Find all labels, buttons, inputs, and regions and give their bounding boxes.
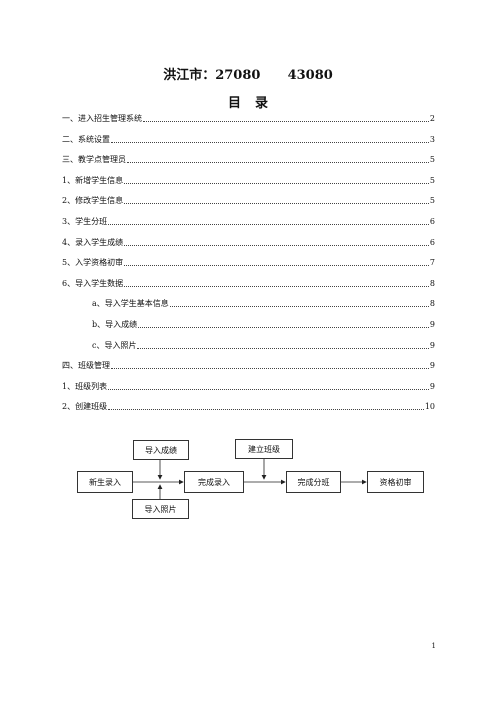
toc-entry-label: 3、学生分班 <box>62 217 108 226</box>
toc-entry-label: 6、导入学生数据 <box>62 278 124 288</box>
toc-entry-page: 6 <box>429 237 435 247</box>
toc-entry[interactable]: 3、学生分班 6 <box>62 215 435 227</box>
toc-entry[interactable]: c、导入照片 9 <box>92 339 435 351</box>
toc-leader-dots <box>108 408 424 411</box>
toc-entry-page: 2 <box>429 114 435 123</box>
toc-leader-dots <box>111 141 429 143</box>
toc-entry[interactable]: 四、班级管理 9 <box>62 359 435 371</box>
toc-leader-dots <box>108 223 429 225</box>
box-qualification: 资格初审 <box>367 471 424 493</box>
toc-entry-page: 5 <box>429 175 435 185</box>
page-number: 1 <box>431 642 436 650</box>
toc-entry-label: 二、系统设置 <box>62 134 110 144</box>
toc-entry[interactable]: 2、修改学生信息 5 <box>62 194 435 206</box>
toc-leader-dots <box>111 367 429 370</box>
toc-entry-page: 9 <box>429 361 435 371</box>
box-finish-class: 完成分班 <box>286 471 341 493</box>
toc-leader-dots <box>124 202 429 205</box>
toc-entry-label: 1、班级列表 <box>62 381 108 391</box>
toc-entry[interactable]: 2、创建班级 10 <box>62 400 435 412</box>
box-finish-entry: 完成录入 <box>184 471 244 493</box>
toc-entry-label: a、导入学生基本信息 <box>92 299 169 309</box>
toc-leader-dots <box>138 326 429 328</box>
toc-entry-label: 4、录入学生成绩 <box>62 237 124 247</box>
toc-entry-page: 10 <box>424 402 435 412</box>
toc-entry[interactable]: b、导入成绩 9 <box>92 318 435 330</box>
toc-leader-dots <box>127 161 429 164</box>
toc-entry-label: 三、教学点管理员 <box>62 155 126 165</box>
toc-entry-page: 8 <box>429 299 435 309</box>
toc-entry-label: 2、创建班级 <box>62 402 108 412</box>
toc-entry-label: 5、入学资格初审 <box>62 258 124 268</box>
box-new-student: 新生录入 <box>77 471 133 493</box>
toc-leader-dots <box>124 264 429 267</box>
toc-leader-dots <box>143 120 429 122</box>
box-import-photos: 导入照片 <box>132 499 189 519</box>
toc-entry-page: 9 <box>429 340 435 350</box>
toc-entry[interactable]: 6、导入学生数据 8 <box>62 277 435 289</box>
toc-leader-dots <box>108 388 429 390</box>
toc-entry-label: 四、班级管理 <box>62 361 110 371</box>
toc-entry-label: 一、进入招生管理系统 <box>62 114 142 123</box>
toc-entry-page: 9 <box>429 381 435 391</box>
toc-entry-page: 5 <box>429 196 435 206</box>
toc-entry-label: b、导入成绩 <box>92 320 138 329</box>
toc-leader-dots <box>124 182 429 184</box>
toc-entry-label: 1、新增学生信息 <box>62 175 124 185</box>
toc-heading: 目录 <box>227 96 282 111</box>
toc-entry-page: 3 <box>429 134 435 144</box>
toc-entry-page: 6 <box>429 217 435 226</box>
toc-leader-dots <box>169 305 429 308</box>
toc-entry[interactable]: 1、新增学生信息 5 <box>62 174 435 186</box>
toc-leader-dots <box>137 347 429 349</box>
box-create-class: 建立班级 <box>235 439 293 459</box>
document-title: 洪江市：27080 43080 <box>163 68 333 83</box>
toc-leader-dots <box>124 244 429 246</box>
toc-entry[interactable]: 5、入学资格初审 7 <box>62 256 435 268</box>
toc-entry-page: 7 <box>429 258 435 268</box>
toc-entry-page: 8 <box>429 278 435 288</box>
toc-entry-page: 5 <box>429 155 435 165</box>
toc-entry[interactable]: 一、进入招生管理系统 2 <box>62 112 435 124</box>
toc-entry[interactable]: a、导入学生基本信息 8 <box>92 297 435 309</box>
toc-entry[interactable]: 二、系统设置 3 <box>62 133 435 145</box>
toc-entry[interactable]: 4、录入学生成绩 6 <box>62 236 435 248</box>
toc-entry-page: 9 <box>429 320 435 329</box>
toc-entry[interactable]: 1、班级列表 9 <box>62 380 435 392</box>
toc-entry-label: 2、修改学生信息 <box>62 196 124 206</box>
toc-entry-label: c、导入照片 <box>92 340 137 350</box>
toc-entry[interactable]: 三、教学点管理员 5 <box>62 153 435 165</box>
toc-leader-dots <box>124 285 429 287</box>
box-import-scores: 导入成绩 <box>133 440 189 460</box>
